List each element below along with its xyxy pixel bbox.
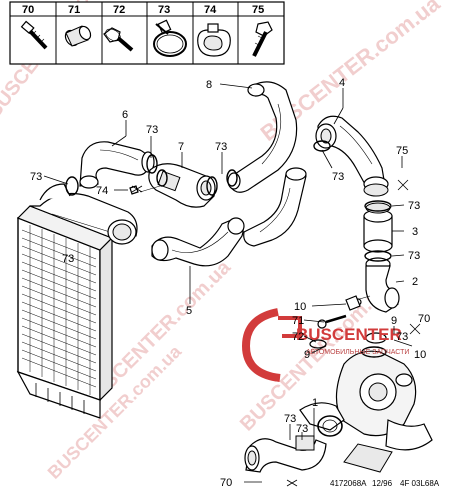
footer-codes: 4172068A 12/96 4F 03L68A xyxy=(330,479,440,488)
bolt-70-icon xyxy=(20,20,48,50)
callout-10-b: 10 xyxy=(414,349,426,361)
legend-box: 70 71 72 73 74 75 xyxy=(9,1,285,65)
legend-header-71: 71 xyxy=(68,4,80,16)
turbo-pipe-4 xyxy=(315,115,389,197)
legend-header-75: 75 xyxy=(252,4,264,16)
callout-73-h: 73 xyxy=(284,413,296,425)
hose-8 xyxy=(227,81,298,193)
legend-header-73: 73 xyxy=(158,4,170,16)
callout-71: 71 xyxy=(292,315,304,327)
turbocharger xyxy=(299,350,433,473)
legend-header-70: 70 xyxy=(22,4,34,16)
callout-70-a: 70 xyxy=(220,477,232,489)
callout-10-a: 10 xyxy=(294,301,306,313)
callout-73-d: 73 xyxy=(332,171,344,183)
sleeve-3 xyxy=(363,202,393,253)
callout-73-f: 73 xyxy=(408,250,420,262)
brand-tagline: АВТОМОБИЛЬНЫЕ ЗАПЧАСТИ xyxy=(306,349,409,356)
callout-73-b: 73 xyxy=(215,141,227,153)
callout-6: 6 xyxy=(122,109,128,121)
spring-clip-74-icon xyxy=(197,23,231,57)
callout-72: 72 xyxy=(292,331,304,343)
callout-labels: 8 4 6 73 7 73 73 74 73 75 73 3 73 2 5 10… xyxy=(30,77,430,489)
brand-name: BUSCENTER xyxy=(296,325,402,344)
air-housing-7 xyxy=(139,163,216,208)
callout-73-c: 73 xyxy=(30,171,42,183)
footer-ref: 4172068A xyxy=(330,479,367,488)
footer-date: 12/96 xyxy=(372,479,393,488)
callout-75: 75 xyxy=(396,145,408,157)
middle-hose xyxy=(243,167,307,247)
callout-9-a: 9 xyxy=(304,349,310,361)
small-parts xyxy=(129,185,387,349)
legend-header-72: 72 xyxy=(113,4,125,16)
callout-2: 2 xyxy=(412,276,418,288)
callout-73-j: 73 xyxy=(62,253,74,265)
legend-header-74: 74 xyxy=(204,4,217,16)
hose-clamps xyxy=(65,140,392,358)
spacer-71-icon xyxy=(64,25,92,47)
hose-5 xyxy=(151,217,245,267)
callout-73-a: 73 xyxy=(146,124,158,136)
footer-code: 4F 03L68A xyxy=(400,479,440,488)
callout-74: 74 xyxy=(96,185,108,197)
callout-8: 8 xyxy=(206,79,212,91)
callout-9-b: 9 xyxy=(391,315,397,327)
callout-73-g: 73 xyxy=(396,331,408,343)
brand-logo: BUSCENTER АВТОМОБИЛЬНЫЕ ЗАПЧАСТИ xyxy=(241,308,409,382)
intercooler-radiator xyxy=(16,183,138,419)
hose-6 xyxy=(79,141,155,189)
bolt-72-icon xyxy=(103,27,134,52)
pipe-1 xyxy=(244,435,327,473)
callout-5: 5 xyxy=(186,305,192,317)
callout-73-e: 73 xyxy=(408,200,420,212)
callout-3: 3 xyxy=(412,226,418,238)
callout-1: 1 xyxy=(312,397,318,409)
callout-7: 7 xyxy=(178,141,184,153)
callout-73-i: 73 xyxy=(296,423,308,435)
hose-clamp-73-icon xyxy=(153,19,187,57)
bolt-75-icon xyxy=(252,21,273,57)
leader-lines xyxy=(43,83,421,487)
callout-4: 4 xyxy=(339,77,345,89)
callout-70-b: 70 xyxy=(418,313,430,325)
